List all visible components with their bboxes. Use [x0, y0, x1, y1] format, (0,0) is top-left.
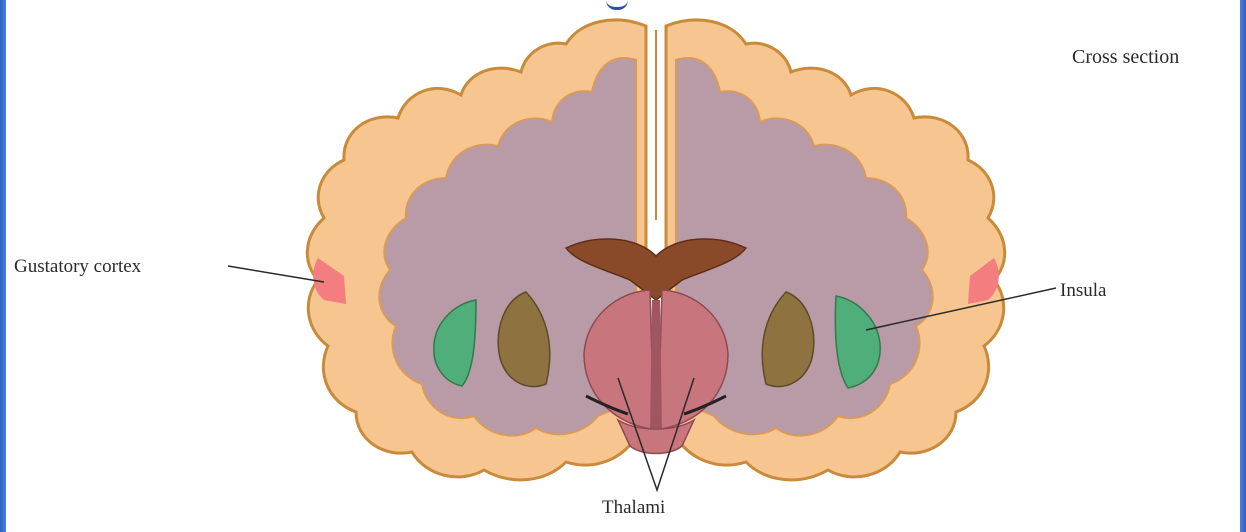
slide-frame-right [1240, 0, 1246, 532]
brain-coronal-section-diagram [6, 0, 1240, 532]
gustatory-cortex-label: Gustatory cortex [14, 256, 141, 278]
cross-section-label: Cross section [1072, 46, 1179, 69]
thalami-label: Thalami [602, 497, 665, 519]
third-ventricle [650, 300, 662, 430]
slide-panel: Cross section Gustatory cortex Insula Th… [6, 0, 1240, 532]
insula-label: Insula [1060, 280, 1106, 302]
